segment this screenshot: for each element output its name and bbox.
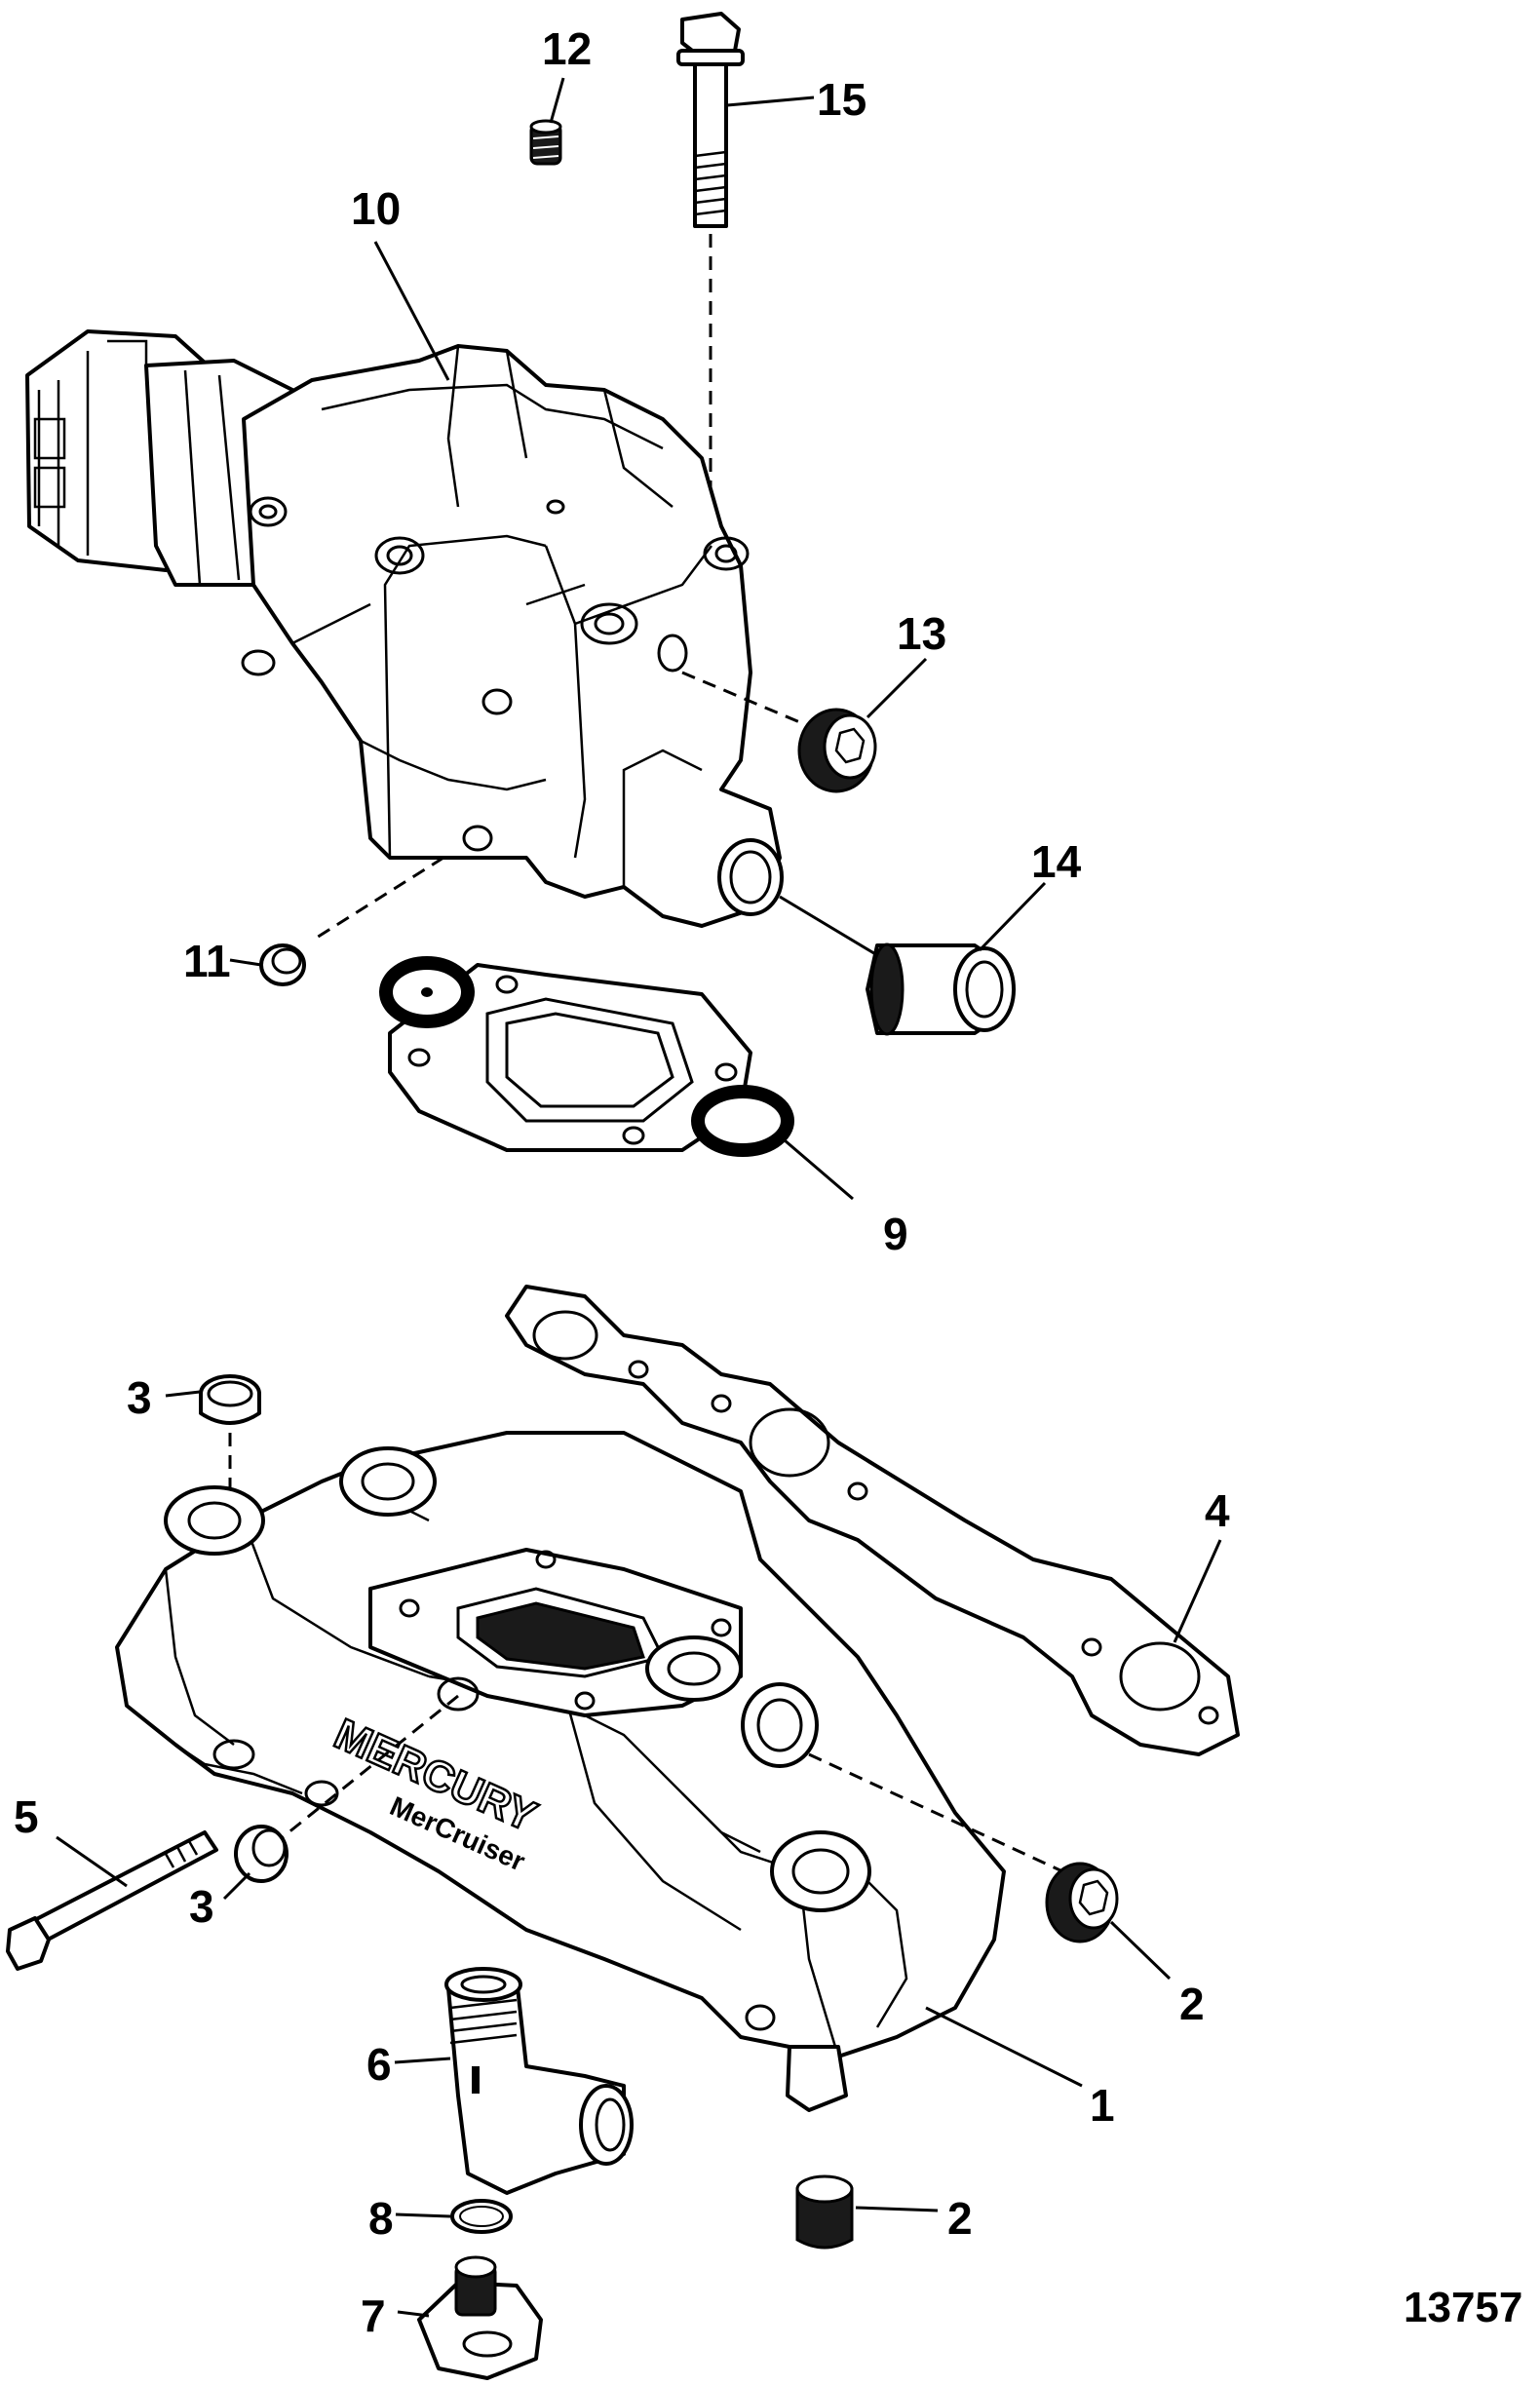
callout-2-bottom: 2: [947, 2193, 973, 2244]
seal-ring-9: [691, 1085, 794, 1157]
callout-labels: 12 15 10 13 14 11 9 3 4 5 3 2 6 1 8 2 7: [14, 23, 1230, 2341]
callout-8: 8: [368, 2193, 394, 2244]
callout-9: 9: [883, 1209, 908, 1259]
pipe-plug-2-right: [1045, 1862, 1119, 1943]
cup-plug-3-upper: [199, 1374, 261, 1425]
callout-13: 13: [897, 608, 946, 659]
pipe-plug-13: [797, 708, 877, 793]
callout-10: 10: [351, 183, 401, 234]
manifold-gasket-4: [505, 1285, 1240, 1756]
callout-15: 15: [817, 74, 866, 125]
callout-11: 11: [183, 936, 231, 986]
bolt-15: [676, 12, 745, 228]
cup-plug-3-lower: [234, 1825, 289, 1883]
hose-fitting-14: [866, 942, 1016, 1036]
cup-plug-11: [259, 943, 306, 986]
callout-2-right: 2: [1179, 1979, 1205, 2029]
elbow-fitting-6: [444, 1967, 634, 2195]
callout-5: 5: [14, 1791, 39, 1842]
exhaust-manifold-1: MERCURY MerCruiser: [115, 1431, 1006, 2112]
bolt-5: [6, 1830, 218, 1971]
callout-4: 4: [1205, 1485, 1230, 1536]
figure-id: 13757: [1404, 2284, 1522, 2331]
seal-ring-upper: [379, 956, 475, 1028]
exhaust-elbow-housing-10: [25, 329, 784, 928]
callout-3-lower: 3: [189, 1881, 214, 1932]
elbow-gasket: [388, 963, 752, 1152]
callout-7: 7: [361, 2290, 386, 2341]
callout-1: 1: [1090, 2080, 1115, 2131]
callout-3-upper: 3: [127, 1372, 152, 1423]
callout-6: 6: [366, 2039, 392, 2090]
callout-14: 14: [1031, 836, 1082, 887]
o-ring-8: [450, 2199, 513, 2234]
pipe-plug-2-bottom: [795, 2174, 854, 2250]
drain-plug-7: [417, 2255, 543, 2380]
callout-12: 12: [542, 23, 592, 74]
leader-lines: [56, 77, 1222, 2318]
set-screw-12: [529, 119, 562, 166]
